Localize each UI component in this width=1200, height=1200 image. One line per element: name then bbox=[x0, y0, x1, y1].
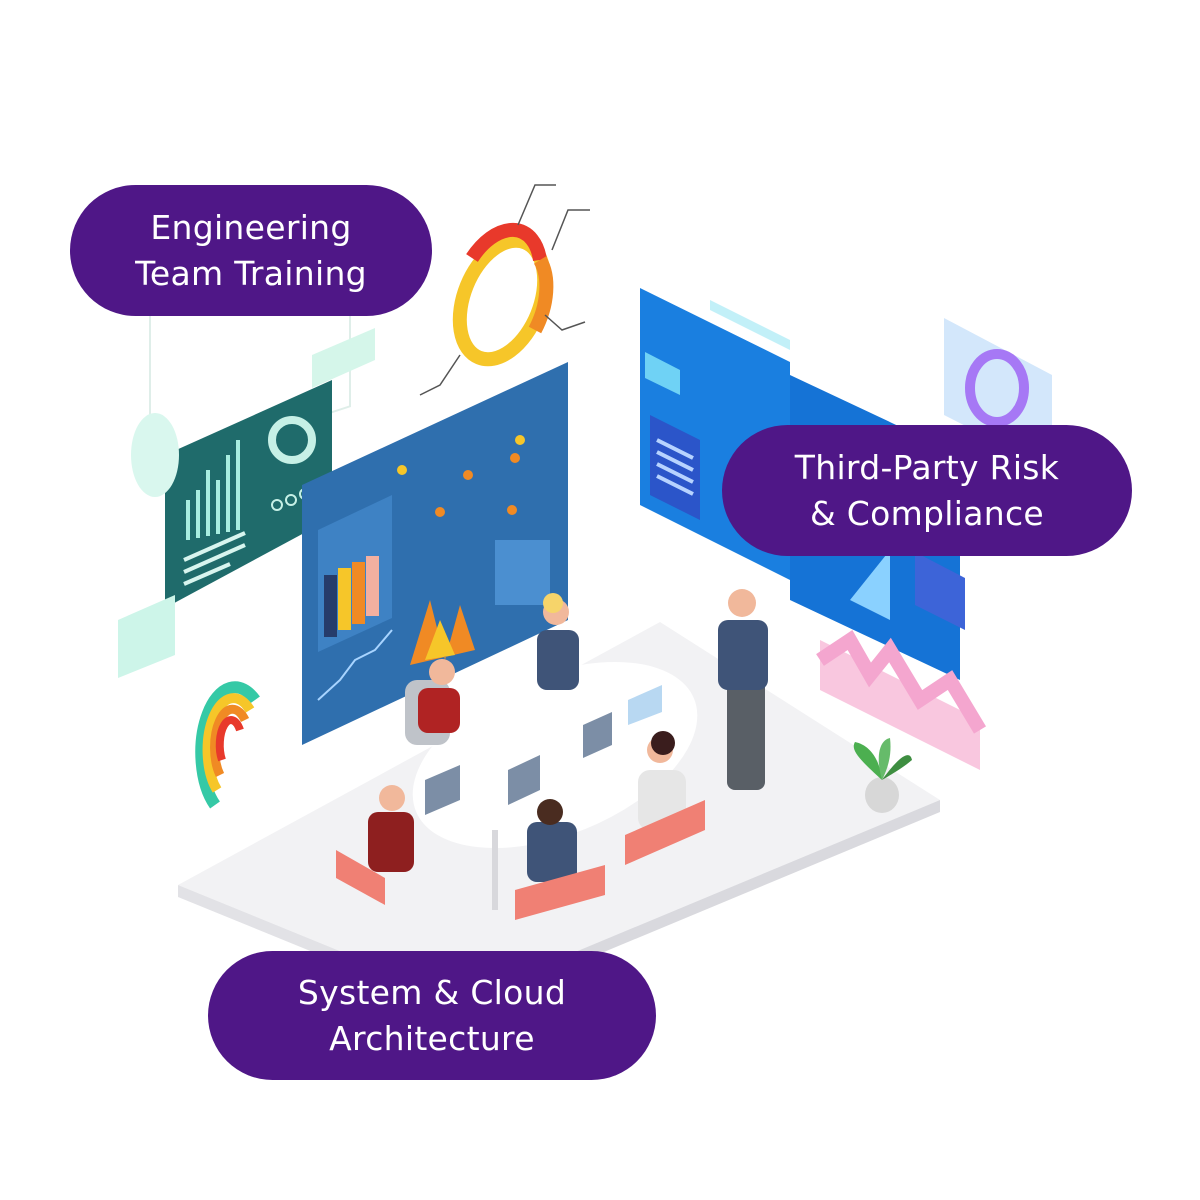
badge-line: System & Cloud bbox=[297, 972, 567, 1012]
gauge-chart-icon bbox=[195, 681, 260, 809]
badge-line: Team Training bbox=[135, 253, 367, 293]
donut-chart-icon bbox=[419, 184, 590, 396]
laptop-icon bbox=[425, 685, 662, 815]
badge-line: Engineering bbox=[150, 207, 352, 247]
system-cloud-architecture-badge: System & Cloud Architecture bbox=[208, 951, 656, 1080]
engineering-team-training-badge: Engineering Team Training bbox=[70, 185, 432, 316]
third-party-risk-badge: Third-Party Risk & Compliance bbox=[722, 425, 1132, 556]
teal-dashboard-screen bbox=[118, 204, 375, 678]
plant-icon bbox=[853, 738, 912, 813]
people-group bbox=[336, 589, 768, 920]
badge-line: & Compliance bbox=[809, 493, 1045, 533]
badge-line: Third-Party Risk bbox=[794, 447, 1060, 487]
meeting-table bbox=[412, 661, 698, 910]
badge-line: Architecture bbox=[329, 1018, 535, 1058]
map-dashboard-screen bbox=[302, 362, 568, 745]
